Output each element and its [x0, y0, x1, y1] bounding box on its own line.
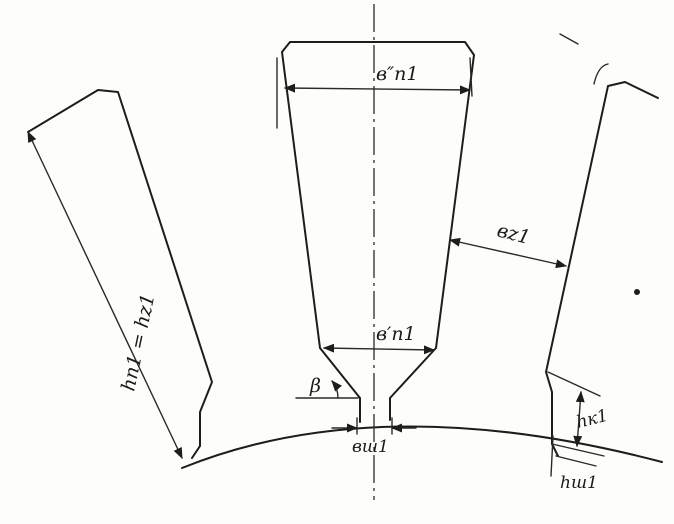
label-tooth-width: вz1	[495, 220, 533, 249]
label-slot-opening-height: hш1	[560, 473, 598, 493]
dim-wedge-ext-bottom	[551, 443, 605, 457]
dim-opening-height	[550, 435, 554, 477]
dim-opening-ext-bottom	[555, 455, 597, 467]
ink-dot	[634, 289, 640, 295]
label-slot-height: hп1 = hz1	[117, 292, 159, 393]
dim-bottom-width	[322, 343, 436, 355]
label-angle-beta: β	[309, 375, 321, 397]
dim-wedge-height	[573, 390, 585, 448]
label-slot-top-width: в″п1	[376, 63, 418, 85]
right-slot-top-curve	[593, 63, 609, 85]
label-slot-bottom-width: в′п1	[376, 323, 416, 345]
dim-wedge-ext-top	[547, 371, 601, 397]
right-top-mark	[559, 33, 579, 45]
dim-top-width	[283, 83, 472, 95]
label-slot-opening-width: вш1	[352, 437, 389, 457]
left-slot-outline	[27, 89, 213, 459]
slot-top-extension-right	[469, 57, 473, 97]
dim-slot-height	[27, 130, 183, 460]
bore-arc	[181, 425, 663, 469]
beta-arc	[331, 380, 342, 399]
dim-tooth-width	[448, 237, 568, 269]
central-slot-outline	[281, 41, 475, 423]
right-slot-outline	[545, 81, 659, 457]
